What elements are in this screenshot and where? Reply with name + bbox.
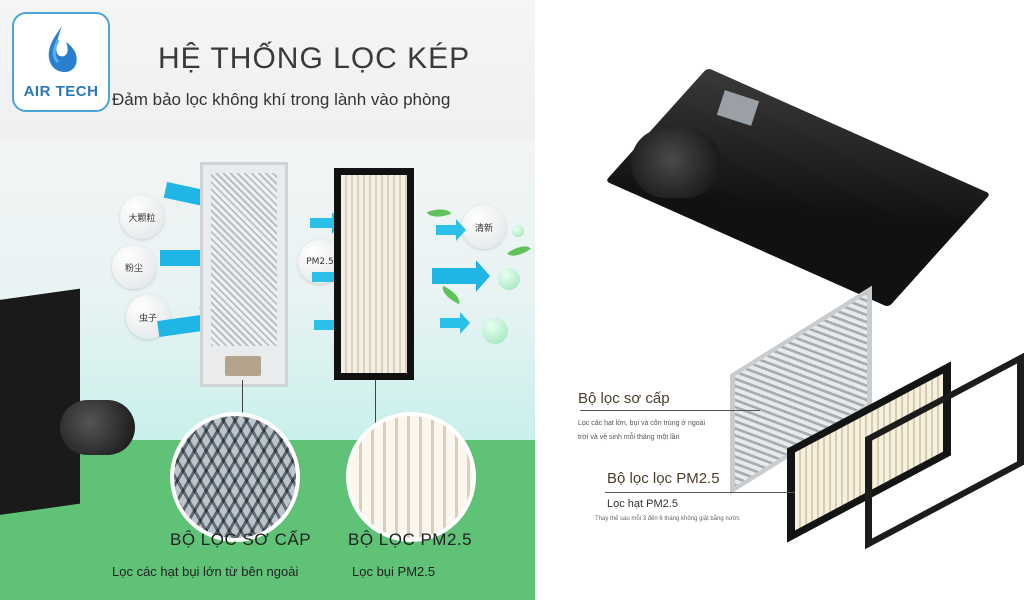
airflow-arrow bbox=[436, 219, 466, 241]
duct-outlet bbox=[60, 400, 135, 455]
pm25-filter-title: BỘ LỌC PM2.5 bbox=[348, 530, 473, 549]
pm25-closeup bbox=[346, 412, 476, 542]
airflow-arrow bbox=[310, 212, 342, 234]
tag-dust: 粉尘 bbox=[112, 245, 156, 289]
primary-filter-desc: Lọc các hạt bụi lớn từ bên ngoài bbox=[112, 564, 299, 579]
tag-fresh: 清新 bbox=[462, 205, 506, 249]
right-primary-filter-desc-1: Lọc các hạt lớn, bụi và côn trùng ở ngoà… bbox=[578, 420, 706, 427]
airflow-arrow bbox=[432, 260, 490, 292]
pm25-hepa-filter bbox=[334, 168, 414, 380]
airflow-arrow bbox=[312, 266, 344, 288]
page-subtitle: Đảm bảo lọc không khí trong lành vào phò… bbox=[112, 90, 451, 109]
callout-line bbox=[580, 410, 760, 411]
fresh-air-bubble bbox=[498, 268, 520, 290]
brand-logo: AIR TECH bbox=[12, 12, 110, 112]
filter-handle bbox=[225, 356, 261, 376]
duct-port bbox=[631, 128, 721, 198]
callout-line bbox=[605, 492, 795, 493]
tag-large-particles: 大颗粒 bbox=[120, 195, 164, 239]
leader-line bbox=[375, 380, 376, 425]
airflow-arrow bbox=[314, 314, 346, 336]
primary-filter-title: BỘ LỌC SƠ CẤP bbox=[170, 530, 312, 549]
fresh-air-bubble bbox=[512, 225, 524, 237]
leader-line bbox=[242, 380, 243, 425]
left-panel: AIR TECH HỆ THỐNG LỌC KÉP Đảm bảo lọc kh… bbox=[0, 0, 535, 600]
right-panel: Bộ lọc sơ cấp Lọc các hạt lớn, bụi và cô… bbox=[535, 0, 1024, 600]
primary-mesh-filter bbox=[200, 162, 288, 387]
fresh-air-bubble bbox=[482, 318, 508, 344]
ventilation-unit-side bbox=[0, 288, 80, 517]
right-primary-filter-title: Bộ lọc sơ cấp bbox=[578, 390, 670, 407]
right-primary-filter-desc-2: trời và vệ sinh mỗi tháng một lần bbox=[578, 434, 680, 441]
pm25-filter-desc: Lọc bụi PM2.5 bbox=[352, 564, 436, 579]
airflow-arrow bbox=[160, 242, 218, 274]
right-pm25-filter-title: Bộ lọc lọc PM2.5 bbox=[607, 470, 720, 487]
brand-name: AIR TECH bbox=[23, 83, 99, 100]
page-title: HỆ THỐNG LỌC KÉP bbox=[158, 42, 471, 75]
airflow-arrow bbox=[440, 312, 470, 334]
mesh-surface bbox=[211, 173, 277, 346]
mesh-closeup bbox=[170, 412, 300, 542]
right-pm25-filter-desc-1: Lọc hạt PM2.5 bbox=[607, 498, 678, 510]
right-pm25-filter-desc-2: Thay thế sau mỗi 3 đến 6 tháng không giặ… bbox=[595, 516, 740, 522]
flame-drop-icon bbox=[48, 26, 77, 73]
